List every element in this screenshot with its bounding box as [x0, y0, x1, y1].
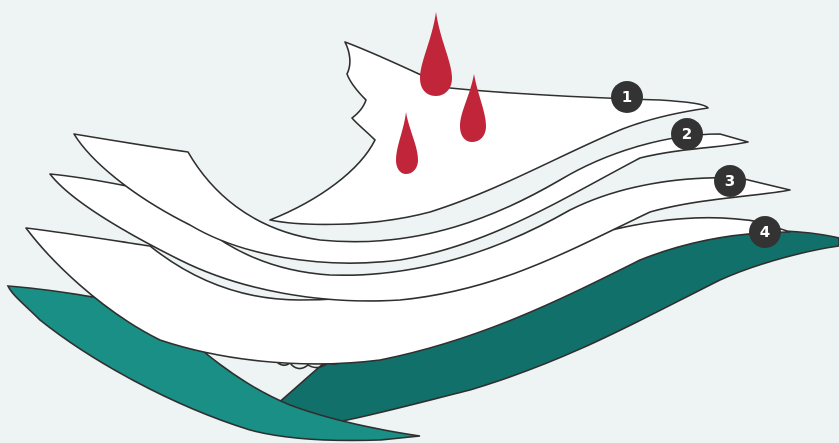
- marker-2: 2: [671, 118, 703, 150]
- marker-3: 3: [714, 165, 746, 197]
- svg-text:4: 4: [760, 223, 770, 241]
- marker-1: 1: [611, 81, 643, 113]
- svg-text:2: 2: [682, 125, 692, 143]
- blood-drop-large: [420, 12, 452, 96]
- blood-drop-medium: [460, 74, 486, 142]
- svg-text:1: 1: [622, 88, 632, 106]
- svg-text:3: 3: [725, 172, 735, 190]
- marker-4: 4: [749, 216, 781, 248]
